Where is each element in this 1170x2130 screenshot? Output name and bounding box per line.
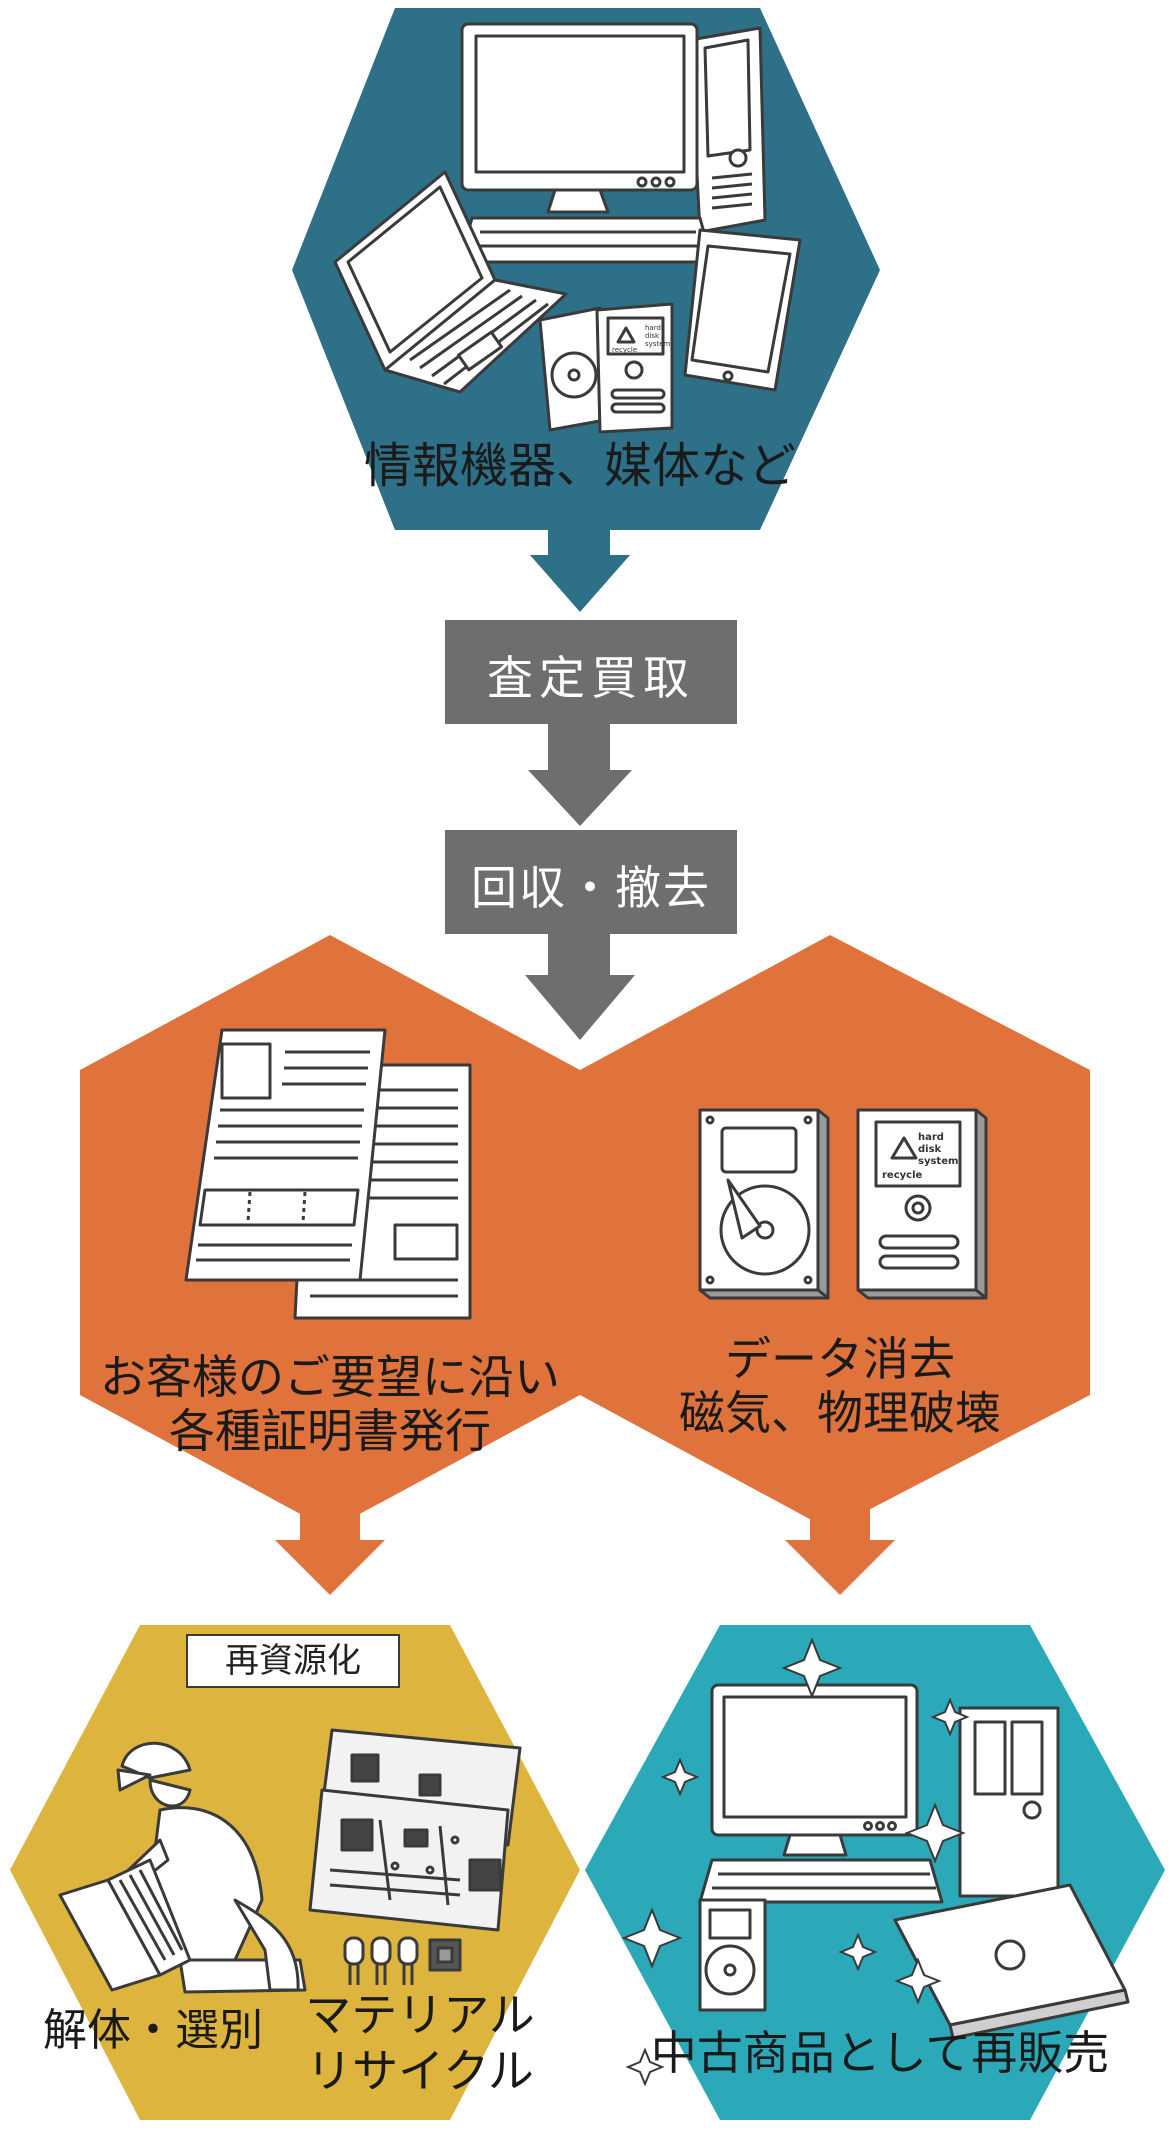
right-mid-label-line2: 磁気、物理破壊 xyxy=(590,1388,1090,1440)
hard-disk-icon xyxy=(700,1900,765,2010)
svg-text:recycle: recycle xyxy=(612,346,637,354)
top-label: 情報機器、媒体など xyxy=(330,440,830,494)
left-mid-label-line1: お客様のご要望に沿い xyxy=(80,1352,580,1404)
certificate-documents-icon xyxy=(186,1030,470,1318)
svg-text:disk: disk xyxy=(918,1144,942,1155)
arrow-step2-to-mid xyxy=(525,934,635,1040)
hard-disk-icon xyxy=(540,308,605,430)
hard-disk-icon xyxy=(700,1110,828,1298)
recycle-tag: 再資源化 xyxy=(186,1634,400,1688)
bottom-left-label-material-1: マテリアル xyxy=(290,1990,550,2042)
right-mid-label-line1: データ消去 xyxy=(590,1334,1090,1386)
svg-text:disk: disk xyxy=(645,332,660,340)
arrow-step1-to-step2 xyxy=(528,724,632,826)
circuit-board-icon xyxy=(310,1730,520,1930)
svg-text:recycle: recycle xyxy=(882,1170,923,1181)
step-label-2: 回収・撤去 xyxy=(445,852,737,918)
desktop-pc-icon xyxy=(700,1685,1058,1902)
svg-text:system: system xyxy=(645,340,670,348)
bottom-left-label-dismantle: 解体・選別 xyxy=(28,2006,278,2055)
left-mid-label-line2: 各種証明書発行 xyxy=(80,1406,580,1458)
svg-text:system: system xyxy=(918,1156,958,1167)
svg-text:hard: hard xyxy=(918,1132,944,1143)
recycle-hdd-label-icon: hard disk system recycle xyxy=(858,1110,986,1298)
desktop-pc-icon xyxy=(460,24,765,262)
bottom-left-label-material-2: リサイクル xyxy=(290,2046,550,2098)
svg-text:hard: hard xyxy=(645,324,661,332)
step-label-1: 査定買取 xyxy=(445,642,737,708)
arrow-top-to-step1 xyxy=(530,520,630,612)
right-mid-hexagon xyxy=(580,935,1090,1530)
bottom-right-label: 中古商品として再販売 xyxy=(600,2028,1160,2080)
